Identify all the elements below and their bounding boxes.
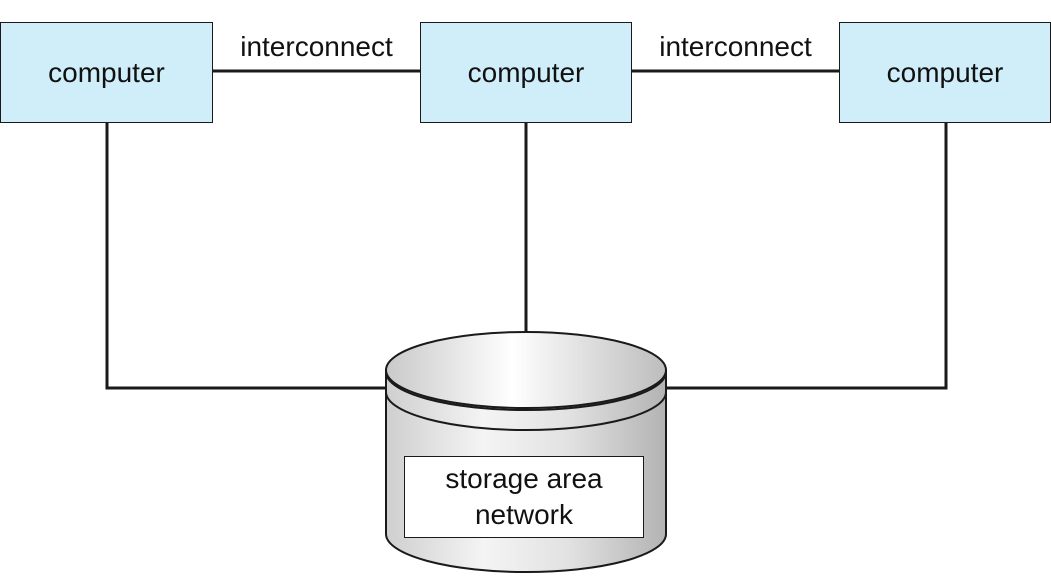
interconnect-label-left: interconnect [240,31,393,62]
storage-area-network-label: storage area network [404,456,644,538]
computer-node-right: computer [839,22,1051,123]
computer-node-left: computer [0,22,213,123]
computer-node-label: computer [467,56,585,88]
interconnect-label-right: interconnect [659,31,812,62]
storage-label-line-1: storage area [445,462,603,494]
storage-line-right [664,123,948,390]
computer-node-label: computer [886,56,1004,88]
storage-label-line-2: network [474,499,574,530]
storage-line-left [105,123,388,390]
computer-node-middle: computer [420,22,632,123]
computer-node-label: computer [48,56,165,88]
